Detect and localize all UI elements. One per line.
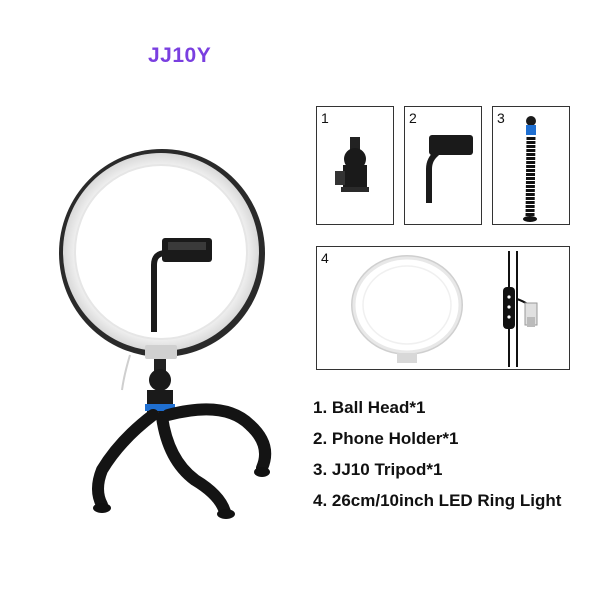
ring-light-usb-icon — [351, 251, 538, 367]
component-box-ring-light: 4 — [316, 246, 570, 370]
list-item: 4. 26cm/10inch LED Ring Light — [313, 491, 562, 510]
ring-light-assembled-image — [50, 140, 275, 530]
list-item: 2. Phone Holder*1 — [313, 429, 459, 448]
list-item: 1. Ball Head*1 — [313, 398, 426, 417]
ball-head-icon — [335, 137, 369, 192]
phone-holder-icon — [426, 135, 473, 203]
component-box-phone-holder: 2 — [404, 106, 482, 225]
product-model-title: JJ10Y — [148, 44, 212, 67]
list-item: 3. JJ10 Tripod*1 — [313, 460, 443, 479]
component-box-ball-head: 1 — [316, 106, 394, 225]
tripod-icon — [523, 116, 537, 222]
component-number: 3 — [497, 110, 505, 126]
component-box-tripod: 3 — [492, 106, 570, 225]
component-number: 4 — [321, 250, 329, 266]
component-number: 2 — [409, 110, 417, 126]
component-number: 1 — [321, 110, 329, 126]
package-contents-list: 1. Ball Head*1 2. Phone Holder*1 3. JJ10… — [313, 396, 561, 520]
